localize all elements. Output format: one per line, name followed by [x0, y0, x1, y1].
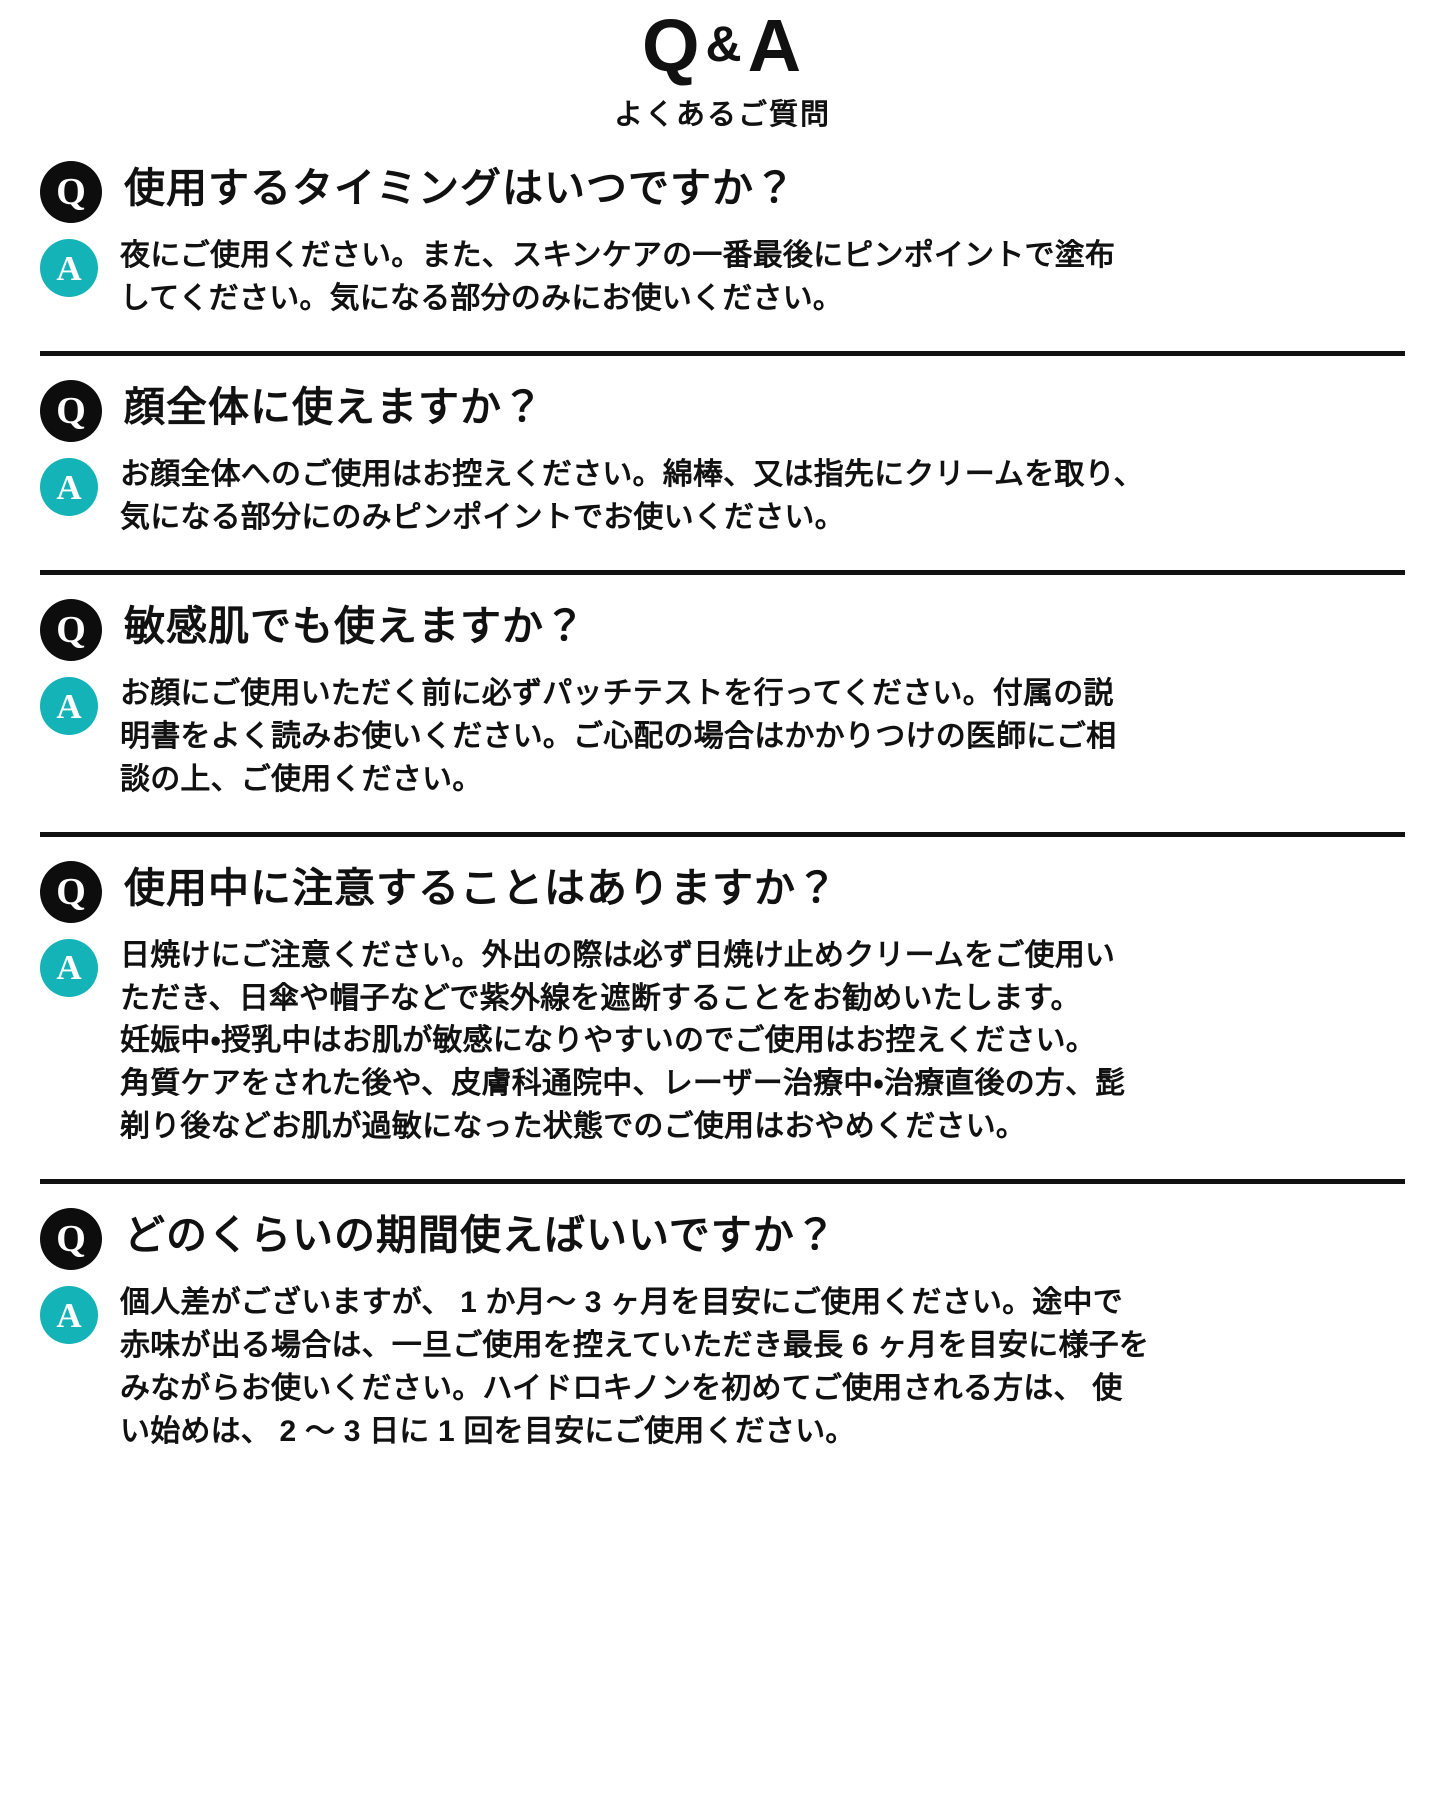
faq-answer-row: A お顔全体へのご使用はお控えください。綿棒、又は指先にクリームを取り、 気にな…: [40, 452, 1405, 540]
section-divider: [40, 351, 1405, 357]
faq-question-row: Q 使用するタイミングはいつですか？: [40, 159, 1405, 224]
faq-item: Q 使用中に注意することはありますか？ A 日焼けにご注意ください。外出の際は必…: [40, 859, 1405, 1163]
faq-question-row: Q 使用中に注意することはありますか？: [40, 859, 1405, 923]
faq-list: Q 使用するタイミングはいつですか？ A 夜にご使用ください。また、スキンケアの…: [40, 159, 1405, 1467]
faq-answer-row: A 個人差がございますが、 1 か月〜 3 ヶ月を目安にご使用ください。途中で …: [40, 1280, 1405, 1454]
answer-line: 談の上、ご使用ください。: [120, 762, 483, 796]
title-letter-q: Q: [641, 4, 702, 87]
answer-line: 気になる部分にのみピンポイントでお使いください。: [120, 501, 845, 535]
faq-answer-text: 夜にご使用ください。また、スキンケアの一番最後にピンポイントで塗布 してください…: [120, 233, 1115, 321]
faq-item: Q 使用するタイミングはいつですか？ A 夜にご使用ください。また、スキンケアの…: [40, 159, 1405, 335]
answer-line: い始めは、 2 〜 3 日に 1 回を目安にご使用ください。: [120, 1414, 856, 1448]
answer-line: お顔全体へのご使用はお控えください。綿棒、又は指先にクリームを取り、: [120, 458, 1144, 492]
answer-line: してください。気になる部分のみにお使いください。: [120, 282, 843, 316]
question-badge: Q: [40, 599, 102, 662]
faq-question-text: 敏感肌でも使えますか？: [124, 603, 586, 650]
section-divider: [40, 1179, 1405, 1185]
faq-answer-row: A お顔にご使用いただく前に必ずパッチテストを行ってください。付属の説 明書をよ…: [40, 671, 1405, 802]
faq-question-text: 顔全体に使えますか？: [124, 384, 544, 431]
answer-badge: A: [40, 239, 98, 298]
question-badge: Q: [40, 161, 102, 224]
page-header: Q&A よくあるご質問: [40, 0, 1405, 133]
question-badge: Q: [40, 860, 102, 923]
answer-line: 夜にご使用ください。また、スキンケアの一番最後にピンポイントで塗布: [120, 239, 1116, 273]
answer-line: ただき、日傘や帽子などで紫外線を遮断することをお勧めいたします。: [120, 981, 1081, 1015]
faq-answer-text: 個人差がございますが、 1 か月〜 3 ヶ月を目安にご使用ください。途中で 赤味…: [120, 1280, 1149, 1454]
answer-line: 日焼けにご注意ください。外出の際は必ず日焼け止めクリームをご使用い: [120, 938, 1116, 972]
answer-line: お顔にご使用いただく前に必ずパッチテストを行ってください。付属の説: [120, 677, 1114, 711]
faq-question-text: 使用中に注意することはありますか？: [124, 864, 838, 911]
faq-item: Q 敏感肌でも使えますか？ A お顔にご使用いただく前に必ずパッチテストを行って…: [40, 597, 1405, 816]
faq-question-row: Q 顔全体に使えますか？: [40, 378, 1405, 443]
faq-question-row: Q 敏感肌でも使えますか？: [40, 597, 1405, 662]
answer-line: 赤味が出る場合は、一旦ご使用を控えていただき最長 6 ヶ月を目安に様子を: [120, 1329, 1150, 1363]
answer-badge: A: [40, 677, 98, 736]
answer-badge: A: [40, 1286, 98, 1345]
answer-badge: A: [40, 938, 98, 997]
faq-item: Q 顔全体に使えますか？ A お顔全体へのご使用はお控えください。綿棒、又は指先…: [40, 378, 1405, 554]
faq-answer-row: A 日焼けにご注意ください。外出の際は必ず日焼け止めクリームをご使用い ただき、…: [40, 933, 1405, 1149]
question-badge: Q: [40, 1208, 102, 1271]
section-divider: [40, 831, 1405, 837]
faq-answer-text: お顔全体へのご使用はお控えください。綿棒、又は指先にクリームを取り、 気になる部…: [120, 452, 1144, 540]
answer-line: 角質ケアをされた後や、皮膚科通院中、レーザー治療中・治療直後の方、髭: [120, 1067, 1126, 1101]
answer-badge: A: [40, 458, 98, 517]
answer-line: 剃り後などお肌が過敏になった状態でのご使用はおやめください。: [120, 1110, 1026, 1144]
answer-line: みながらお使いください。ハイドロキノンを初めてご使用される方は、 使: [120, 1371, 1123, 1405]
faq-answer-text: お顔にご使用いただく前に必ずパッチテストを行ってください。付属の説 明書をよく読…: [120, 671, 1116, 802]
title-letter-a: A: [747, 4, 804, 87]
answer-line: 妊娠中・授乳中はお肌が敏感になりやすいのでご使用はお控えください。: [120, 1024, 1096, 1058]
faq-answer-text: 日焼けにご注意ください。外出の際は必ず日焼け止めクリームをご使用い ただき、日傘…: [120, 933, 1126, 1149]
answer-line: 明書をよく読みお使いください。ご心配の場合はかかりつけの医師にご相: [120, 719, 1117, 753]
faq-question-text: どのくらいの期間使えばいいですか？: [124, 1212, 837, 1259]
faq-item: Q どのくらいの期間使えばいいですか？ A 個人差がございますが、 1 か月〜 …: [40, 1206, 1405, 1468]
title-ampersand: &: [705, 16, 744, 72]
page-title: Q&A: [40, 8, 1405, 83]
section-divider: [40, 570, 1405, 576]
faq-question-row: Q どのくらいの期間使えばいいですか？: [40, 1206, 1405, 1271]
page-subtitle: よくあるご質問: [613, 99, 831, 132]
question-badge: Q: [40, 380, 102, 443]
answer-line: 個人差がございますが、 1 か月〜 3 ヶ月を目安にご使用ください。途中で: [120, 1286, 1123, 1320]
faq-question-text: 使用するタイミングはいつですか？: [124, 165, 796, 212]
faq-page: Q&A よくあるご質問 Q 使用するタイミングはいつですか？ A 夜にご使用くだ…: [40, 0, 1405, 1467]
faq-answer-row: A 夜にご使用ください。また、スキンケアの一番最後にピンポイントで塗布 してくだ…: [40, 233, 1405, 321]
